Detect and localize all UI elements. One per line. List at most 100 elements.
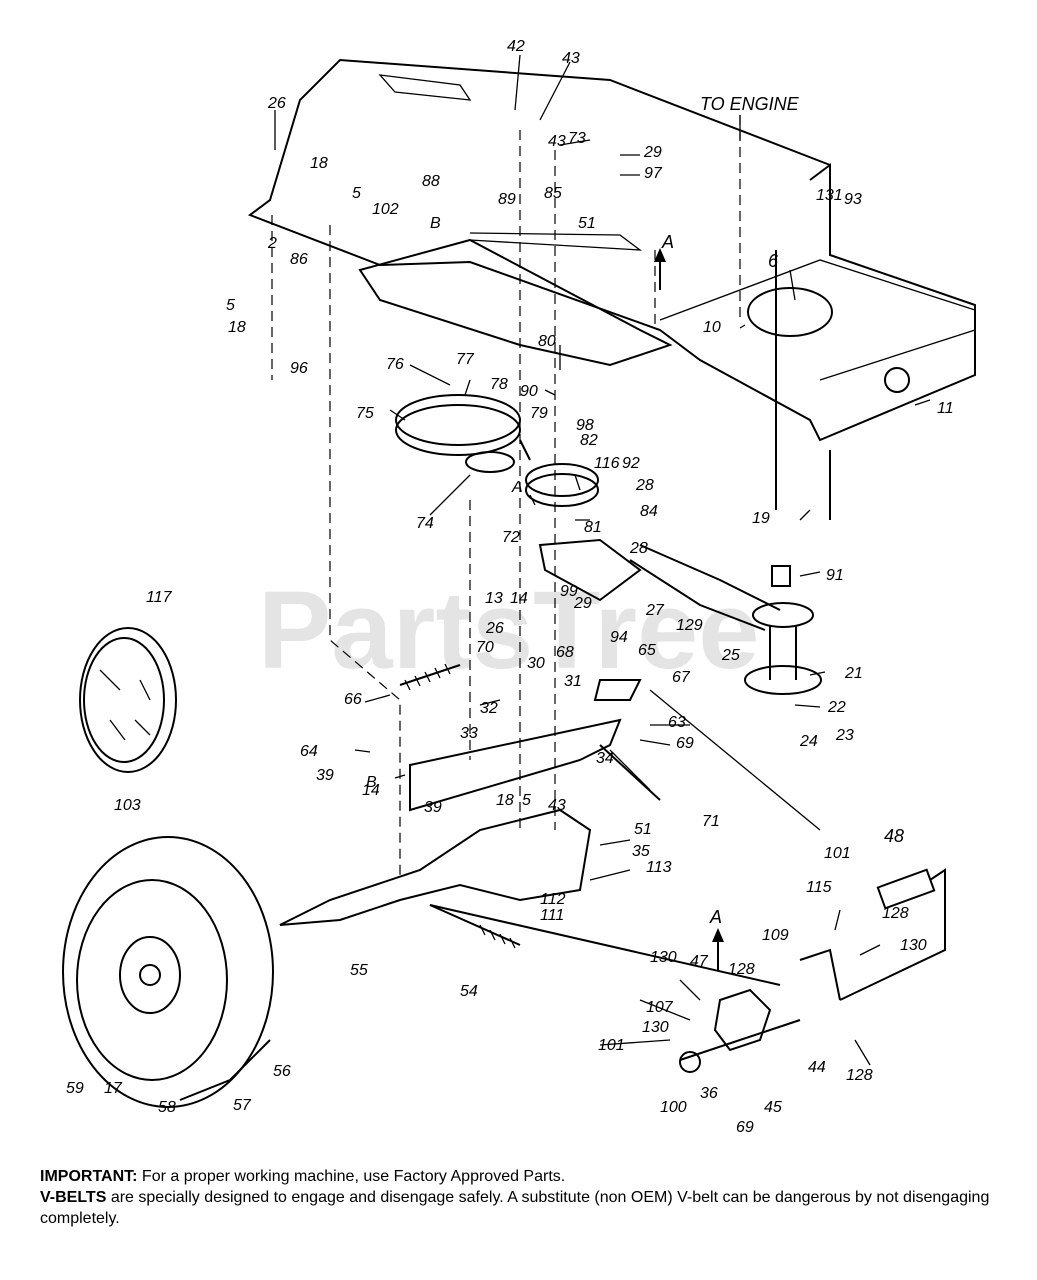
vbelts-text: are specially designed to engage and dis…: [40, 1189, 990, 1227]
part-label-96: 96: [290, 360, 308, 377]
part-label-29: 29: [573, 595, 592, 612]
part-label-26: 26: [485, 620, 504, 637]
part-label-24: 24: [799, 733, 818, 750]
part-label-39: 39: [424, 799, 442, 816]
part-label-88: 88: [422, 173, 440, 190]
part-label-28: 28: [629, 540, 648, 557]
part-label-43: 43: [548, 797, 566, 814]
part-label-5: 5: [352, 185, 361, 202]
part-label-19: 19: [752, 510, 770, 527]
pulley-assembly: [395, 250, 831, 695]
part-label-71: 71: [702, 813, 720, 830]
part-label-130: 130: [642, 1019, 669, 1036]
part-label-77: 77: [456, 351, 475, 368]
part-label-47: 47: [690, 953, 709, 970]
part-label-81: 81: [584, 519, 602, 536]
leader-lines: [274, 54, 931, 1066]
part-label-43: 43: [562, 50, 580, 67]
part-label-33: 33: [460, 725, 478, 742]
part-label-43: 43: [548, 133, 566, 150]
vbelts-label: V-BELTS: [40, 1189, 107, 1206]
part-label-23: 23: [835, 727, 854, 744]
part-label-103: 103: [114, 797, 141, 814]
important-note: IMPORTANT: For a proper working machine,…: [40, 1166, 1005, 1187]
label-a-upper: A: [661, 232, 674, 252]
part-label-11: 11: [937, 400, 954, 417]
part-label-25: 25: [721, 647, 740, 664]
part-label-82: 82: [580, 432, 598, 449]
part-labels: TO ENGINE A A A B B 2 5 5 5 6 10 11 13 1…: [66, 38, 954, 1136]
part-label-91: 91: [826, 567, 844, 584]
label-a-lower: A: [709, 907, 722, 927]
part-label-36: 36: [700, 1085, 718, 1102]
part-label-6: 6: [768, 251, 779, 271]
part-label-93: 93: [844, 191, 862, 208]
part-label-29: 29: [643, 144, 662, 161]
part-label-131: 131: [816, 187, 843, 204]
part-label-22: 22: [827, 699, 846, 716]
part-label-68: 68: [556, 644, 574, 661]
alignment-lines: [271, 115, 741, 880]
part-label-84: 84: [640, 503, 658, 520]
part-label-80: 80: [538, 333, 556, 350]
part-label-89: 89: [498, 191, 516, 208]
part-label-18: 18: [496, 792, 514, 809]
part-label-90: 90: [520, 383, 538, 400]
rear-tire: [62, 836, 274, 1108]
pedal-assembly: [429, 868, 946, 1073]
part-label-34: 34: [596, 750, 614, 767]
part-label-78: 78: [490, 376, 508, 393]
part-label-45: 45: [764, 1099, 782, 1116]
part-label-51: 51: [578, 215, 596, 232]
part-label-79: 79: [530, 405, 548, 422]
part-label-58: 58: [158, 1099, 176, 1116]
part-label-130: 130: [650, 949, 677, 966]
frame-panel: [247, 58, 976, 442]
part-label-129: 129: [676, 617, 703, 634]
label-b-upper: B: [430, 215, 441, 232]
part-label-99: 99: [560, 583, 578, 600]
part-label-70: 70: [476, 639, 494, 656]
part-label-107: 107: [646, 999, 674, 1016]
part-label-21: 21: [844, 665, 863, 682]
part-label-109: 109: [762, 927, 789, 944]
part-label-72: 72: [502, 529, 520, 546]
part-label-44: 44: [808, 1059, 826, 1076]
part-label-18: 18: [228, 319, 246, 336]
part-label-115: 115: [806, 879, 832, 896]
part-label-32: 32: [480, 700, 498, 717]
part-label-69: 69: [736, 1119, 754, 1136]
part-label-10: 10: [703, 319, 721, 336]
part-label-64: 64: [300, 743, 318, 760]
part-label-98: 98: [576, 417, 594, 434]
part-label-14: 14: [362, 782, 380, 799]
part-label-2: 2: [267, 235, 277, 252]
part-label-111: 111: [540, 907, 564, 924]
part-label-63: 63: [668, 714, 686, 731]
part-label-92: 92: [622, 455, 640, 472]
part-label-67: 67: [672, 669, 691, 686]
important-label: IMPORTANT:: [40, 1168, 138, 1185]
part-label-51: 51: [634, 821, 652, 838]
part-label-100: 100: [660, 1099, 687, 1116]
part-label-27: 27: [645, 602, 665, 619]
notes-block: IMPORTANT: For a proper working machine,…: [40, 1166, 1005, 1229]
part-label-26: 26: [267, 95, 286, 112]
part-label-42: 42: [507, 38, 525, 55]
vbelts-note: V-BELTS are specially designed to engage…: [40, 1187, 1005, 1229]
part-label-116: 116: [594, 455, 620, 472]
part-label-86: 86: [290, 251, 308, 268]
label-a-small: A: [511, 479, 523, 496]
to-engine-label: TO ENGINE: [700, 94, 800, 114]
part-label-97: 97: [644, 165, 663, 182]
part-label-73: 73: [568, 130, 586, 147]
part-label-128: 128: [882, 905, 909, 922]
part-label-48: 48: [884, 826, 904, 846]
part-label-17: 17: [104, 1080, 123, 1097]
part-label-57: 57: [233, 1097, 252, 1114]
part-label-85: 85: [544, 185, 562, 202]
part-label-5: 5: [226, 297, 235, 314]
part-label-101: 101: [598, 1037, 625, 1054]
part-label-69: 69: [676, 735, 694, 752]
part-label-65: 65: [638, 642, 656, 659]
